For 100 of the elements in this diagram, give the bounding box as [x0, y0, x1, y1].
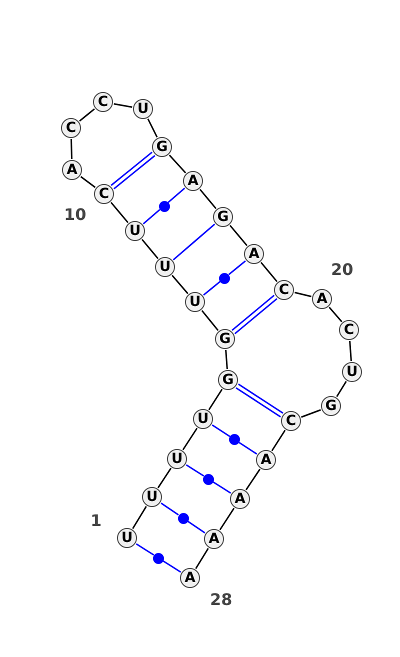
- base-pair-line: [162, 560, 182, 573]
- position-number: 10: [64, 207, 86, 223]
- base-letter: A: [66, 163, 78, 177]
- nucleotide-circle: [117, 528, 137, 548]
- base-pair-line: [172, 224, 216, 260]
- base-letter: U: [121, 531, 133, 545]
- nucleotide-circle: [133, 99, 153, 119]
- pair-dot: [203, 474, 214, 484]
- backbone-line: [172, 274, 188, 294]
- nucleotide-circle: [256, 450, 276, 470]
- base-letter: C: [278, 283, 290, 297]
- backbone-line: [328, 306, 342, 322]
- backbone-line: [70, 138, 72, 160]
- backbone-line: [229, 224, 248, 246]
- nucleotide-circle: [281, 411, 301, 431]
- backbone-line: [182, 428, 198, 450]
- nucleotide-circle: [152, 137, 172, 157]
- nucleotide-circle: [215, 329, 235, 349]
- nucleotide-circle: [62, 160, 82, 180]
- base-letter: U: [159, 260, 171, 274]
- base-pair-line: [136, 543, 154, 556]
- base-pair-line: [203, 280, 221, 296]
- nucleotide-circle: [218, 370, 238, 390]
- backbone-line: [245, 468, 261, 490]
- base-letter: G: [219, 332, 231, 346]
- backbone-line: [114, 103, 132, 108]
- nucleotide-circle: [142, 487, 162, 507]
- base-letter: G: [156, 140, 168, 154]
- position-number: 1: [90, 513, 102, 529]
- nucleotide-circle: [312, 289, 332, 309]
- backbone-line: [301, 409, 321, 418]
- pair-dot: [219, 272, 230, 284]
- backbone-line: [201, 310, 219, 331]
- pair-dot: [178, 512, 188, 524]
- base-letter: C: [286, 414, 296, 428]
- base-pair-line: [142, 209, 160, 224]
- nucleotide-circle: [93, 92, 113, 112]
- position-number: 28: [210, 592, 232, 608]
- base-letter: G: [325, 399, 337, 413]
- nucleotide-circle: [185, 292, 205, 312]
- base-letter: G: [217, 210, 229, 224]
- backbone-line: [294, 292, 312, 298]
- backbone-line: [141, 238, 159, 260]
- nucleotide-circle: [321, 396, 341, 416]
- nucleotide-circle: [244, 244, 264, 264]
- backbone-line: [219, 508, 235, 530]
- backbone-line: [271, 430, 286, 452]
- base-letter: C: [98, 187, 110, 201]
- backbone-line: [225, 350, 228, 370]
- base-letter: C: [344, 323, 354, 337]
- position-number: 20: [331, 262, 354, 278]
- base-pair-line: [186, 464, 204, 477]
- base-pair-line: [228, 260, 246, 276]
- base-letter: U: [189, 295, 201, 309]
- backbone-line: [157, 468, 172, 488]
- base-letter: U: [137, 102, 149, 116]
- base-pair-line: [238, 442, 258, 455]
- base-letter: G: [222, 373, 234, 387]
- base-pair-line: [212, 481, 232, 494]
- backbone-line: [260, 262, 278, 282]
- nucleotide-circle: [180, 568, 200, 588]
- backbone-line: [168, 154, 186, 174]
- backbone-line: [132, 506, 147, 529]
- nucleotide-circle: [155, 257, 175, 277]
- base-letter: A: [248, 247, 260, 261]
- backbone-line: [336, 380, 347, 398]
- base-letter: C: [98, 95, 108, 109]
- nucleotide-circle: [193, 409, 213, 429]
- base-pair-line: [212, 424, 230, 438]
- nucleotide-circle: [94, 184, 114, 204]
- nucleotide-circle: [167, 449, 187, 469]
- base-pair-line: [160, 502, 179, 516]
- base-letter: A: [208, 532, 220, 546]
- base-pair-line: [187, 520, 206, 534]
- nucleotide-circle: [274, 280, 294, 300]
- base-letter: U: [171, 452, 183, 466]
- base-letter: U: [197, 412, 209, 426]
- backbone-line: [110, 202, 129, 224]
- nucleotide-circle: [213, 207, 233, 227]
- base-letter: A: [316, 292, 328, 306]
- base-letter: U: [146, 490, 158, 504]
- nucleotide-circle: [183, 171, 203, 191]
- base-pair-line: [168, 188, 186, 203]
- pair-dot: [158, 200, 170, 212]
- nucleotide-circle: [204, 529, 224, 549]
- nucleotide-circle: [125, 221, 145, 241]
- pair-dot: [229, 434, 240, 445]
- backbone-line: [208, 388, 223, 410]
- base-letter: C: [66, 121, 76, 135]
- base-letter: A: [188, 174, 198, 188]
- base-letter: U: [129, 224, 141, 238]
- pair-dot: [153, 552, 164, 564]
- nucleotide-circle: [339, 320, 359, 340]
- base-letter: U: [346, 365, 358, 379]
- nucleotide-circle: [230, 489, 250, 509]
- nucleotide-circle: [342, 362, 362, 382]
- nucleotide-circle: [61, 118, 81, 138]
- base-letter: A: [184, 571, 196, 585]
- backbone-line: [195, 548, 209, 570]
- base-letter: A: [260, 453, 272, 467]
